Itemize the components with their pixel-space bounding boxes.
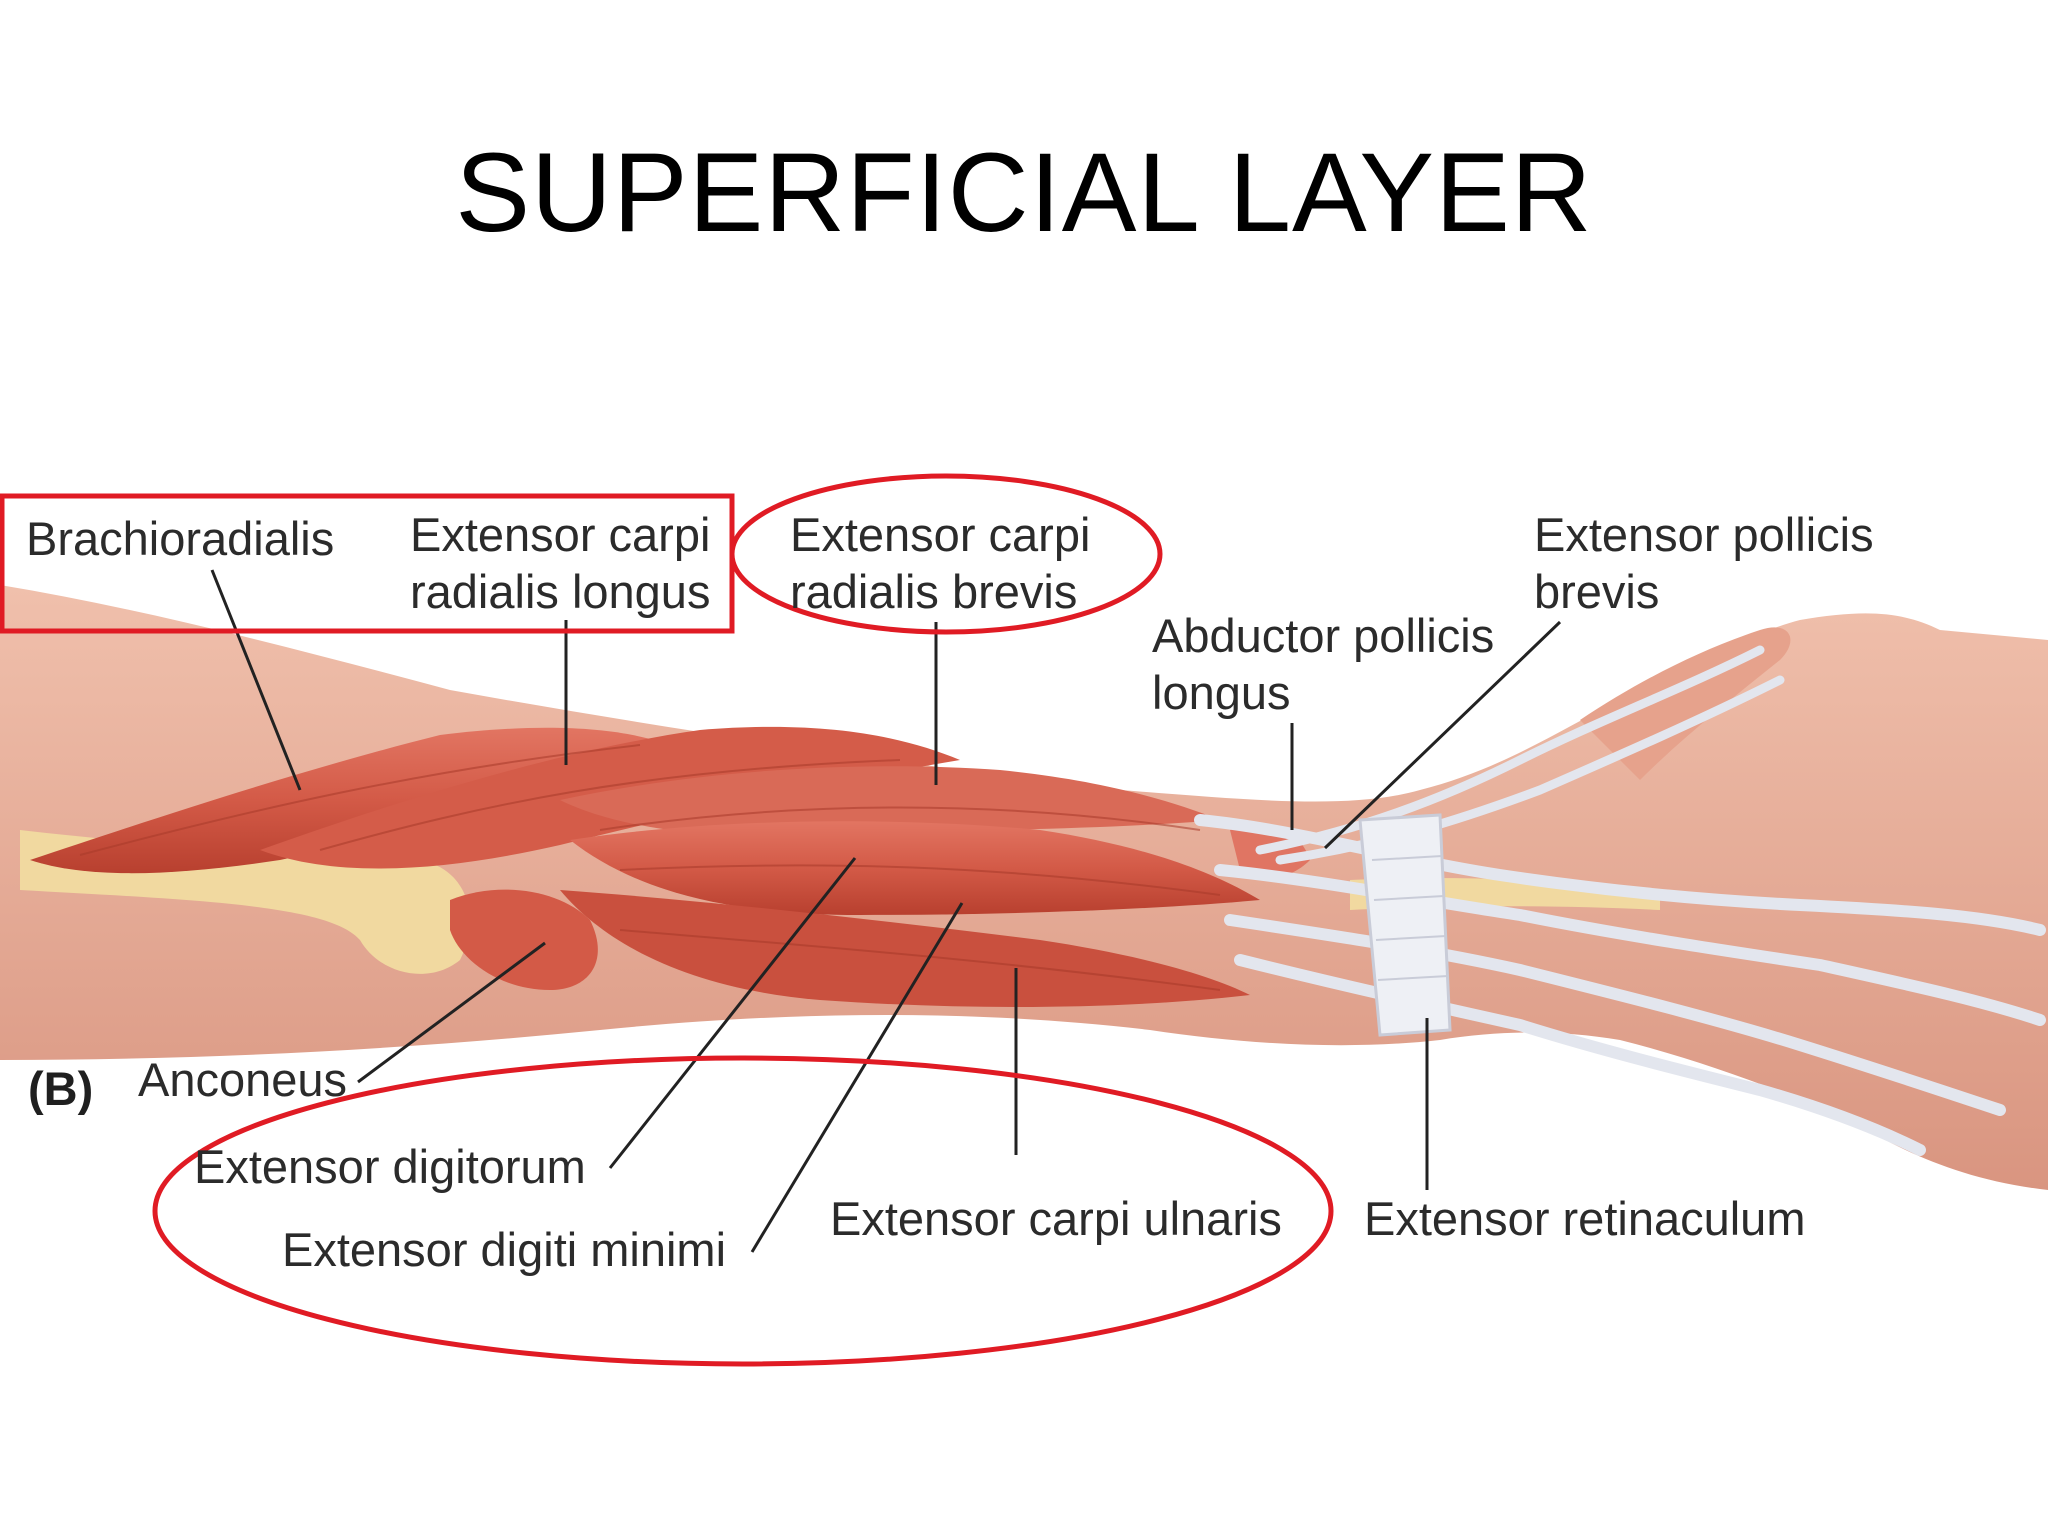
leader-epb [1323, 620, 1562, 850]
leader-ed [608, 857, 857, 1169]
brachioradialis-muscle [30, 727, 680, 874]
slide-title: SUPERFICIAL LAYER [455, 130, 1593, 255]
label-apl: Abductor pollicis longus [1152, 607, 1494, 721]
leader-edm [750, 902, 964, 1253]
label-epb-line-1: Extensor pollicis [1534, 508, 1874, 561]
label-brachioradialis: Brachioradialis [26, 510, 334, 567]
ecu-muscle [560, 890, 1250, 1007]
label-ecrb-line-1: Extensor carpi [790, 508, 1091, 561]
muscle-layer [30, 726, 1310, 1007]
label-ecu: Extensor carpi ulnaris [830, 1190, 1282, 1247]
label-ecrl: Extensor carpi radialis longus [410, 506, 710, 620]
label-ecrl-line-1: Extensor carpi [410, 508, 711, 561]
tendon-middle [1214, 864, 2046, 1026]
label-apl-line-1: Abductor pollicis [1152, 609, 1495, 662]
label-ecrb-line-2: radialis brevis [790, 565, 1078, 618]
highlight-annotations [0, 473, 1334, 1367]
label-edm: Extensor digiti minimi [282, 1221, 726, 1278]
label-ecrb: Extensor carpi radialis brevis [790, 506, 1090, 620]
retinaculum-band [1358, 813, 1452, 1037]
label-retinaculum-line: Extensor retinaculum [1364, 1192, 1806, 1245]
highlight-oval-ecrb [729, 473, 1163, 635]
label-anconeus-line: Anconeus [138, 1053, 348, 1106]
anconeus-muscle [450, 889, 598, 990]
highlight-oval-posterior-group [152, 1055, 1334, 1367]
tendon-thumb-1 [1255, 645, 1765, 855]
label-apl-line-2: longus [1152, 666, 1291, 719]
tendon-little [1234, 954, 1926, 1156]
label-retinaculum: Extensor retinaculum [1364, 1190, 1805, 1247]
label-brachioradialis-line: Brachioradialis [26, 512, 335, 565]
panel-letter-text: (B) [28, 1062, 94, 1115]
leader-lines [210, 569, 1562, 1253]
label-ed-line: Extensor digitorum [194, 1140, 586, 1193]
muscle-fibers [79, 744, 1221, 991]
leader-anconeus [357, 941, 546, 1084]
label-ecrl-line-2: radialis longus [410, 565, 711, 618]
label-ecu-line: Extensor carpi ulnaris [830, 1192, 1282, 1245]
label-ed: Extensor digitorum [194, 1138, 586, 1195]
retinaculum-striations [1371, 855, 1449, 981]
label-epb: Extensor pollicis brevis [1534, 506, 1874, 620]
panel-letter: (B) [28, 1060, 93, 1117]
ecrb-muscle [560, 766, 1220, 837]
label-anconeus: Anconeus [138, 1051, 347, 1108]
leader-brachioradialis [210, 569, 302, 791]
label-epb-line-2: brevis [1534, 565, 1660, 618]
label-edm-line: Extensor digiti minimi [282, 1223, 727, 1276]
